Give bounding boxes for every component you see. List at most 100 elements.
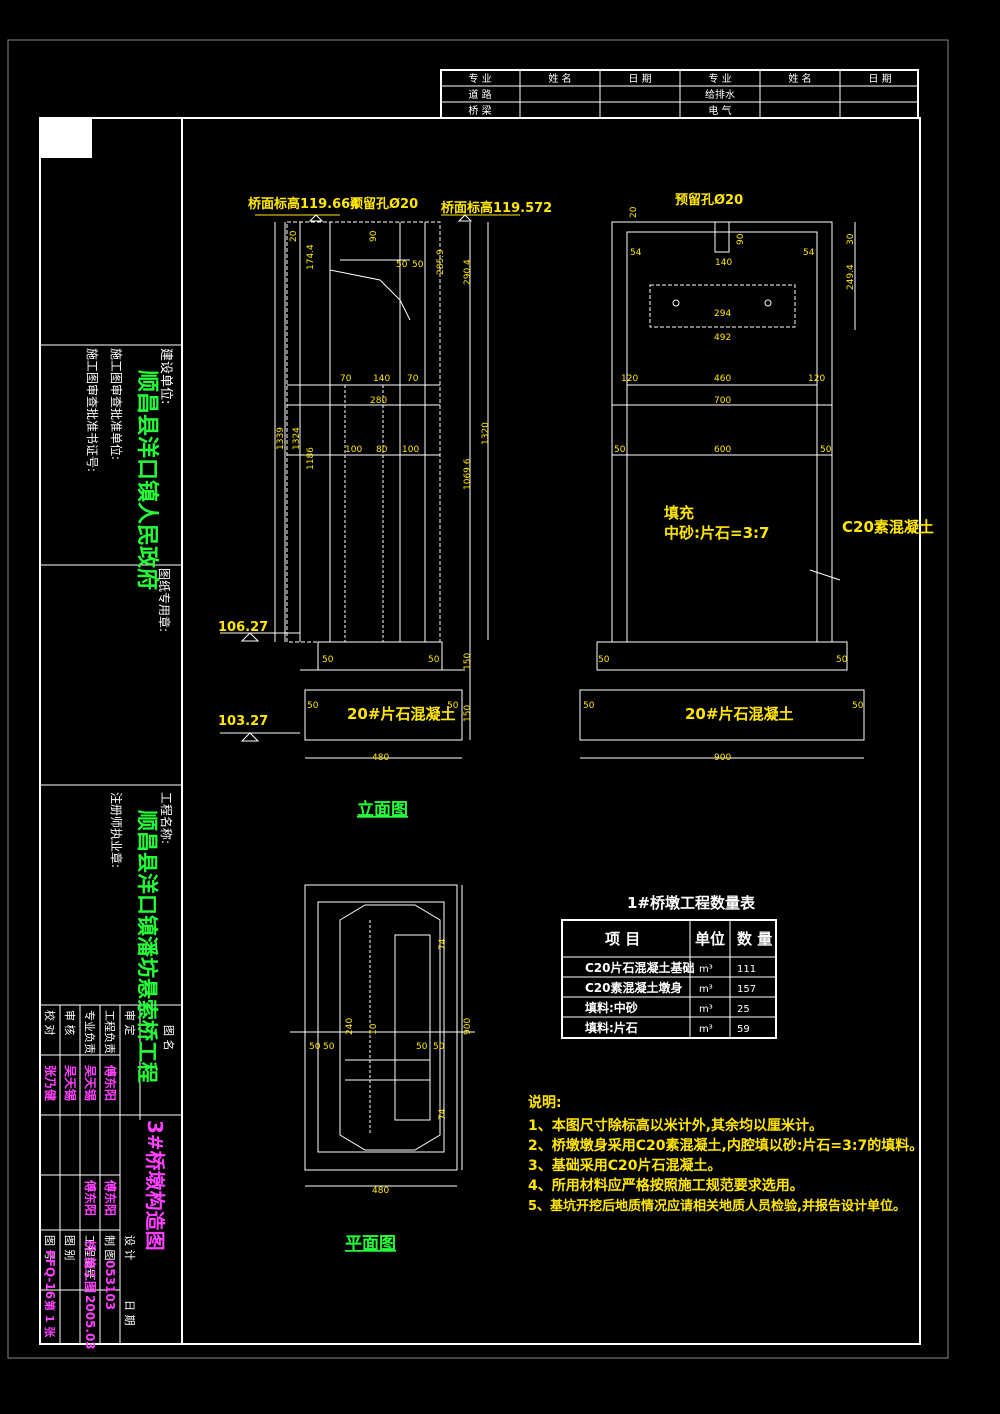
- note-3: 3、基础采用C20片石混凝土。: [528, 1157, 722, 1174]
- table-text: 项 目 单位 数 量 C20片石混凝土基础 m³ 111 C20素混凝土墩身 m…: [585, 930, 772, 1035]
- rd-294: 294: [714, 309, 731, 319]
- rd-50c: 50: [598, 655, 610, 665]
- rd-50b: 50: [820, 445, 832, 455]
- table-r3-unit: m³: [699, 1024, 713, 1035]
- ld-50a: 50: [396, 260, 408, 270]
- rd-50f: 50: [852, 701, 864, 711]
- elevation-caption: 立面图: [357, 799, 408, 820]
- date-label: 日 期: [123, 1300, 136, 1326]
- table-grid: [561, 919, 777, 1039]
- outer-frame: [7, 39, 949, 1359]
- note-2: 2、桥墩墩身采用C20素混凝土,内腔填以砂:片石=3:7的填料。: [528, 1137, 923, 1154]
- ld-280: 280: [370, 396, 387, 406]
- ld-100a: 100: [345, 445, 362, 455]
- rd-90: 90: [736, 233, 746, 245]
- ld-50c: 50: [322, 655, 334, 665]
- drawing-no-label: 图 号: [43, 1235, 56, 1261]
- pd-50b: 50: [323, 1042, 335, 1052]
- project-no: 053103: [103, 1260, 117, 1310]
- level-2: 103.27: [218, 714, 268, 729]
- inner-frame: [39, 117, 921, 1345]
- category: 桥-施工图: [83, 1240, 98, 1293]
- notes: 说明: 1、本图尺寸除标高以米计外,其余均以厘米计。 2、桥墩墩身采用C20素混…: [528, 1094, 923, 1214]
- lv-290: 290.4: [463, 259, 473, 285]
- table-r3-qty: 59: [737, 1024, 750, 1035]
- table-title: 1#桥墩工程数量表: [627, 894, 756, 912]
- note-5: 5、基坑开挖后地质情况应请相关地质人员检验,并报告设计单位。: [528, 1198, 906, 1214]
- ld-50d: 50: [428, 655, 440, 665]
- rd-249: 249.4: [846, 264, 856, 290]
- lv-1186: 1186: [306, 447, 316, 470]
- left-hole: 预留孔Ø20: [350, 196, 418, 212]
- left-elevation: [220, 214, 520, 759]
- fill-label-1: 填充: [664, 504, 694, 522]
- rd-50d: 50: [836, 655, 848, 665]
- rd-120b: 120: [808, 374, 825, 384]
- table-r1-unit: m³: [699, 984, 713, 995]
- draw-name: 傅东阳: [83, 1179, 98, 1216]
- top-title-block: [440, 69, 919, 119]
- lv-1324: 1324: [292, 427, 302, 450]
- engineer-label: 注册师执业章:: [109, 792, 124, 868]
- tb-h0: 专 业: [468, 72, 491, 85]
- design-name: 傅东阳: [103, 1179, 118, 1216]
- title-block-text: 专 业 姓 名 日 期 专 业 姓 名 日 期 道 路 给排水 桥 梁 电 气: [468, 72, 891, 117]
- ld-140: 140: [373, 374, 390, 384]
- table-head-qty: 数 量: [737, 930, 772, 948]
- project-no-label: 工程编号: [83, 1235, 97, 1279]
- lv-174: 174.4: [306, 244, 316, 270]
- sign-name-4: 张乃健: [43, 1065, 58, 1102]
- left-panel-grid: [39, 117, 183, 1345]
- rd-20: 20: [629, 206, 639, 218]
- left-panel-text: 建设单位: 顺昌县洋口镇人民政府 施工图审查批准单位: 施工图审查批准书证号: …: [43, 348, 176, 1350]
- left-foundation-label: 20#片石混凝土: [347, 705, 455, 723]
- rd-54b: 54: [803, 248, 815, 258]
- tb-r1-0: 道 路: [468, 88, 491, 101]
- table-r0-unit: m³: [699, 964, 713, 975]
- designer-logo: [40, 118, 92, 158]
- drawing-no: PFQ-16: [43, 1250, 57, 1299]
- sign-role-3: 审 核: [63, 1010, 77, 1036]
- pd-900: 900: [463, 1018, 473, 1035]
- pd-50d: 50: [433, 1042, 445, 1052]
- tb-h1: 姓 名: [548, 72, 571, 85]
- date: 2005.03: [83, 1295, 97, 1350]
- right-elevation: [579, 221, 865, 759]
- sign-role-2: 专业负责: [83, 1010, 97, 1054]
- sign-name-2: 吴天锡: [83, 1065, 98, 1101]
- ld-80: 80: [376, 445, 388, 455]
- right-foundation-label: 20#片石混凝土: [685, 705, 793, 723]
- ld-70a: 70: [340, 374, 352, 384]
- sign-role-1: 工程负责: [103, 1010, 117, 1054]
- category-label: 图 别: [63, 1235, 76, 1261]
- table-r2-unit: m³: [699, 1004, 713, 1015]
- note-1: 1、本图尺寸除标高以米计外,其余均以厘米计。: [528, 1117, 823, 1134]
- tb-h2: 日 期: [628, 73, 651, 85]
- table-r0-qty: 111: [737, 964, 756, 975]
- right-elevation-dims: 20 54 90 140 54 294 492 249.4 30 120 460…: [583, 206, 864, 763]
- drawing-name-label: 图 名: [162, 1025, 176, 1051]
- lv-285: 285.9: [436, 249, 446, 275]
- pd-74a: 74: [438, 938, 448, 950]
- lv-1320: 1320: [481, 422, 491, 445]
- rd-50a: 50: [614, 445, 626, 455]
- table-r1-qty: 157: [737, 984, 756, 995]
- drawing-name: 3#桥墩构造图: [143, 1120, 167, 1251]
- project-label: 工程名称:: [159, 792, 174, 844]
- level-1: 106.27: [218, 620, 268, 635]
- rd-30: 30: [846, 233, 856, 245]
- pd-10: 10: [369, 1023, 379, 1035]
- pd-50a: 50: [309, 1042, 321, 1052]
- ld-70b: 70: [407, 374, 419, 384]
- body-material: C20素混凝土: [842, 518, 934, 536]
- left-elevation-labels: 桥面标高119.664 预留孔Ø20 桥面标高119.572 106.27 10…: [218, 196, 552, 820]
- table-r1-item: C20素混凝土墩身: [585, 980, 683, 995]
- sign-name-1: 傅东阳: [103, 1064, 118, 1101]
- table-r3-item: 填料:片石: [585, 1020, 638, 1035]
- lv-150b: 150: [463, 705, 473, 722]
- design-label: 设 计: [123, 1235, 136, 1261]
- sheet: 第 1 张: [43, 1300, 57, 1338]
- owner-name: 顺昌县洋口镇人民政府: [134, 370, 160, 590]
- rd-54a: 54: [630, 248, 642, 258]
